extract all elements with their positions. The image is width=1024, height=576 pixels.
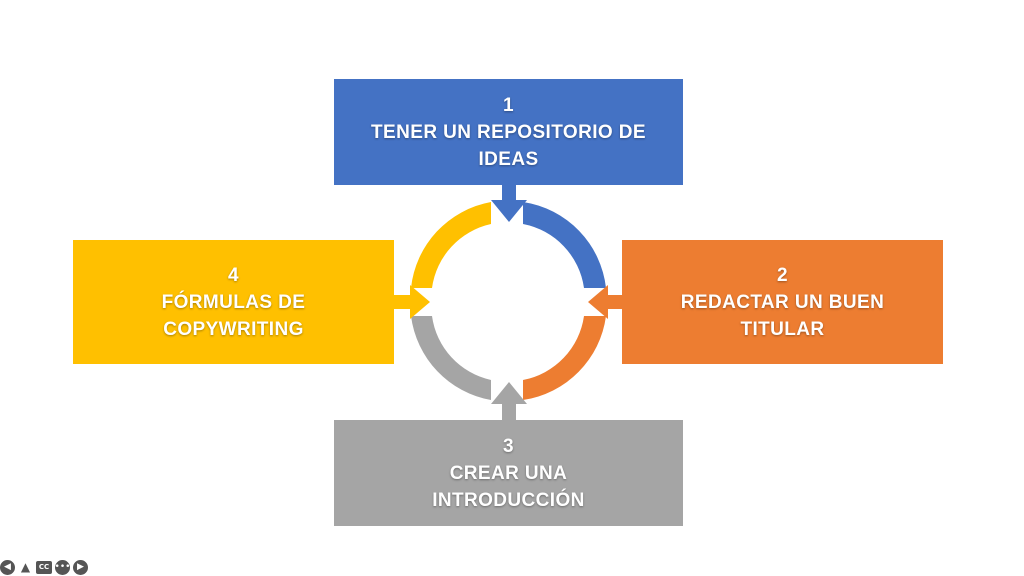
cc-icon[interactable]: CC [36,560,52,574]
arrow-down-to-cycle [491,183,527,222]
arrow-up-to-cycle [491,382,527,422]
step-box-2: 2 REDACTAR UN BUEN TITULAR [622,240,943,364]
cycle-arc-blue [523,202,606,288]
presentation-nav-bar: ◀ ▲ CC ••• ▶ [0,559,88,575]
step-box-1: 1 TENER UN REPOSITORIO DE IDEAS [334,79,683,185]
arrow-right-to-cycle [394,285,430,319]
arrow-left-to-cycle [588,285,624,319]
step-2-title: REDACTAR UN BUEN TITULAR [680,291,885,340]
step-3-title: CREAR UNA INTRODUCCIÓN [432,462,585,511]
step-4-title: FÓRMULAS DE COPYWRITING [161,291,306,340]
more-icon[interactable]: ••• [55,559,70,575]
step-4-number: 4 [228,264,239,286]
step-3-number: 3 [503,435,514,457]
cycle-arc-yellow [411,202,491,288]
step-box-3: 3 CREAR UNA INTRODUCCIÓN [334,420,683,526]
step-box-4: 4 FÓRMULAS DE COPYWRITING [73,240,394,364]
step-1-title: TENER UN REPOSITORIO DE IDEAS [371,121,646,170]
arrow-left-icon[interactable]: ◀ [0,559,15,575]
cc-label: CC [38,562,50,571]
cycle-arc-gray [411,316,491,400]
step-2-number: 2 [777,264,788,286]
cycle-arc-orange [523,316,606,400]
pen-icon[interactable]: ▲ [20,559,31,574]
arrow-right-icon[interactable]: ▶ [73,559,88,575]
step-1-number: 1 [503,94,514,116]
